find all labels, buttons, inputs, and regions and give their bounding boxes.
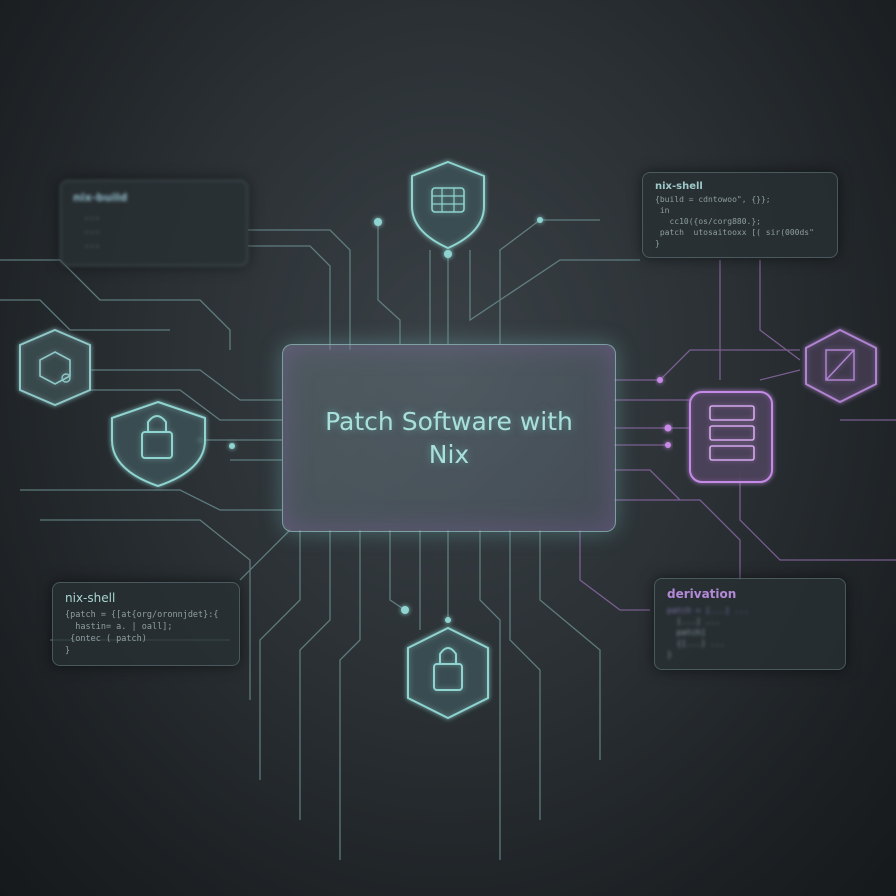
code-line: ... xyxy=(73,226,101,236)
code-line: cc10({os/corg880.}; xyxy=(655,217,761,226)
page-title: Patch Software with Nix xyxy=(325,407,573,469)
code-line: } xyxy=(655,239,660,248)
code-line: {patch = {[at{org/oronnjdet}:{ xyxy=(65,610,219,620)
panel-title: nix-shell xyxy=(65,591,116,605)
code-panel-top-left: nix-build ... ... ... xyxy=(60,180,248,266)
padlock-shield-icon xyxy=(111,400,206,488)
code-line: in xyxy=(655,206,670,215)
code-line: ... xyxy=(73,212,101,222)
server-stack-icon xyxy=(689,391,773,483)
panel-title: derivation xyxy=(667,587,737,601)
panel-title: nix-build xyxy=(73,191,128,204)
code-panel-bottom-right: derivation patch = [...] ... [...] ... p… xyxy=(654,578,846,670)
code-line: {build = cdntowoo", {}}; xyxy=(655,195,771,204)
code-line: [...] ... xyxy=(667,617,720,626)
code-line: patch] xyxy=(667,628,706,637)
hexagon-package-icon xyxy=(19,328,91,407)
code-line: patch utosaitooxx [( sir(000ds" xyxy=(655,228,814,237)
code-panel-bottom-left: nix-shell {patch = {[at{org/oronnjdet}:{… xyxy=(52,582,240,666)
shield-database-icon xyxy=(411,160,485,250)
code-line: ... xyxy=(73,240,101,250)
code-line: } xyxy=(65,646,71,656)
code-line: patch = [...] ... xyxy=(667,606,749,615)
code-line: {ontec ( patch) xyxy=(65,634,147,644)
panel-title: nix-shell xyxy=(655,181,703,192)
padlock-hexagon-icon xyxy=(407,626,489,720)
patch-document-icon xyxy=(805,328,877,404)
code-line: } xyxy=(667,650,672,659)
code-panel-top-right: nix-shell {build = cdntowoo", {}}; in cc… xyxy=(642,172,838,258)
code-line: hastin= a. | oall]; xyxy=(65,622,173,632)
title-card: Patch Software with Nix xyxy=(282,344,616,532)
code-line: {[...] ... xyxy=(667,639,725,648)
